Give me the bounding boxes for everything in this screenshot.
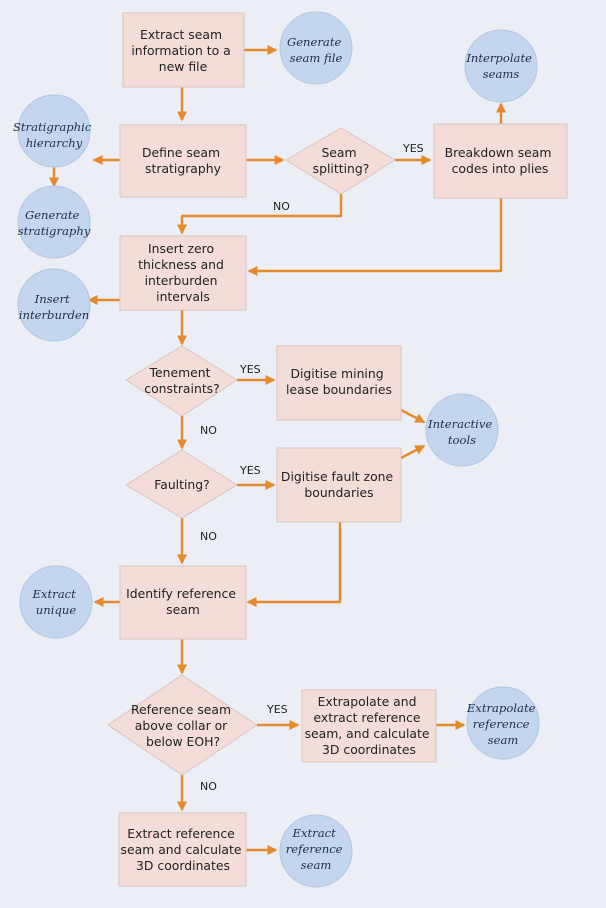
- label-seam-splitting-no: NO: [273, 200, 290, 213]
- label-faulting-yes: YES: [239, 464, 261, 477]
- label-seam-splitting-yes: YES: [402, 142, 424, 155]
- process-define-seam-stratigraphy-text: Define seam stratigraphy: [142, 145, 224, 176]
- tool-interpolate-seams-text: Interpolate seams: [465, 51, 535, 81]
- label-faulting-no: NO: [200, 530, 217, 543]
- decision-seam-splitting: Seam splitting?: [285, 127, 396, 195]
- tool-stratigraphic-hierarchy-text: Stratigraphic hierarchy: [13, 120, 95, 150]
- arrow-lease-to-interactive-tools: [400, 408, 426, 424]
- process-extrapolate-extract-reference-text: Extrapolate and extract reference seam, …: [305, 694, 434, 757]
- process-digitise-mining-lease-text: Digitise mining lease boundaries: [286, 366, 392, 397]
- process-digitise-mining-lease: Digitise mining lease boundaries: [276, 345, 402, 421]
- label-reference-yes: YES: [266, 703, 288, 716]
- process-extract-reference-calc: Extract reference seam and calculate 3D …: [118, 812, 247, 887]
- process-insert-zero-thickness-text: Insert zero thickness and interburden in…: [138, 241, 228, 304]
- tool-interactive-tools: Interactive tools: [425, 393, 499, 467]
- label-tenement-yes: YES: [239, 363, 261, 376]
- arrow-splitting-no-to-insert-zero: [176, 194, 343, 235]
- process-breakdown-seam-codes: Breakdown seam codes into plies: [433, 123, 568, 199]
- process-extract-seam-info-text: Extract seam information to a new file: [131, 27, 234, 74]
- tool-extract-reference-seam: Extract reference seam: [279, 814, 353, 888]
- process-extract-reference-calc-text: Extract reference seam and calculate 3D …: [121, 826, 246, 873]
- tool-insert-interburden-text: Insert interburden: [19, 292, 89, 322]
- decision-tenement-constraints-text: Tenement constraints?: [144, 365, 219, 396]
- tool-extract-unique-text: Extract unique: [32, 587, 80, 617]
- process-insert-zero-thickness: Insert zero thickness and interburden in…: [119, 235, 247, 311]
- label-reference-no: NO: [200, 780, 217, 793]
- decision-faulting: Faulting?: [125, 449, 238, 519]
- process-digitise-fault-zone-text: Digitise fault zone boundaries: [281, 469, 397, 500]
- tool-stratigraphic-hierarchy: Stratigraphic hierarchy: [13, 94, 95, 168]
- arrow-fault-to-identify: [246, 522, 342, 608]
- tool-extrapolate-reference-seam-text: Extrapolate reference seam: [466, 701, 539, 747]
- tool-generate-stratigraphy-text: Generate stratigraphy: [18, 208, 91, 238]
- tool-extract-unique: Extract unique: [19, 565, 93, 639]
- decision-tenement-constraints: Tenement constraints?: [125, 345, 238, 417]
- process-breakdown-seam-codes-text: Breakdown seam codes into plies: [445, 145, 556, 176]
- process-extrapolate-extract-reference: Extrapolate and extract reference seam, …: [301, 689, 437, 763]
- decision-reference-seam-above: Reference seam above collar or below EOH…: [107, 674, 258, 776]
- tool-generate-seam-file: Generate seam file: [279, 11, 353, 85]
- tool-insert-interburden: Insert interburden: [17, 268, 91, 342]
- tool-extrapolate-reference-seam: Extrapolate reference seam: [466, 686, 540, 760]
- tool-interactive-tools-text: Interactive tools: [427, 417, 496, 447]
- connectors: [48, 44, 507, 856]
- process-define-seam-stratigraphy: Define seam stratigraphy: [119, 124, 247, 198]
- label-tenement-no: NO: [200, 424, 217, 437]
- decision-reference-seam-above-text: Reference seam above collar or below EOH…: [131, 702, 235, 749]
- arrow-fault-to-interactive-tools: [400, 444, 426, 460]
- tool-generate-seam-file-text: Generate seam file: [287, 35, 345, 65]
- tool-generate-stratigraphy: Generate stratigraphy: [17, 185, 91, 259]
- tool-interpolate-seams: Interpolate seams: [464, 29, 538, 103]
- arrow-breakdown-to-insert-zero: [247, 198, 503, 277]
- process-identify-reference-seam: Identify reference seam: [119, 565, 247, 640]
- decision-faulting-text: Faulting?: [154, 477, 209, 492]
- process-extract-seam-info: Extract seam information to a new file: [122, 12, 245, 88]
- process-identify-reference-seam-text: Identify reference seam: [126, 586, 240, 617]
- process-digitise-fault-zone: Digitise fault zone boundaries: [276, 447, 402, 523]
- edge-labels: YES NO YES NO YES NO YES NO: [200, 142, 424, 793]
- tool-extract-reference-seam-text: Extract reference seam: [286, 826, 346, 872]
- decision-seam-splitting-text: Seam splitting?: [313, 145, 370, 176]
